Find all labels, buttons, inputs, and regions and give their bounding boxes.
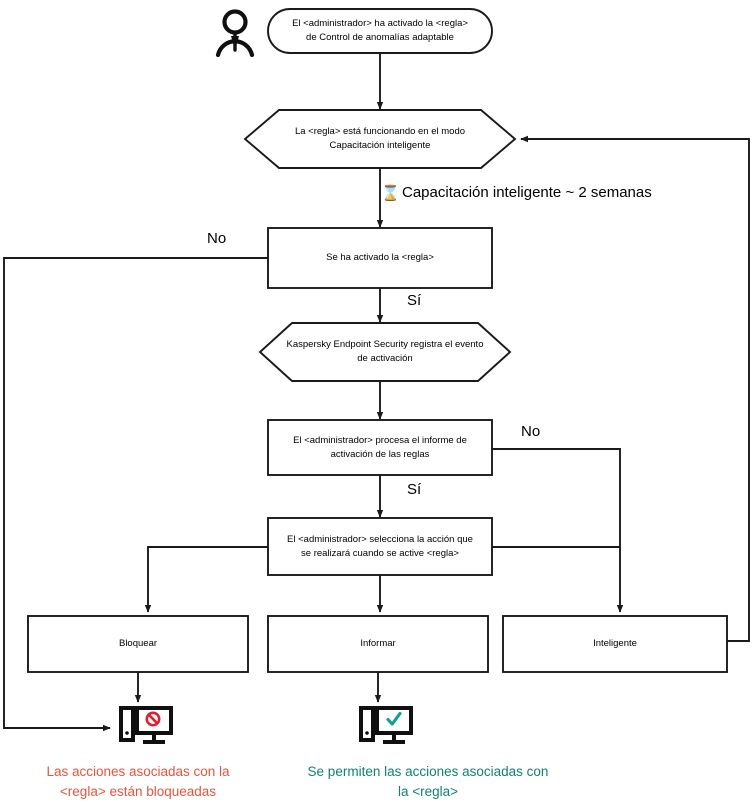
edge-select-to-block — [144, 546, 268, 613]
edge-label-triggered-no: No — [207, 230, 227, 247]
node-action-smart — [502, 615, 728, 673]
node-start — [267, 8, 493, 54]
training-duration-label: Capacitación inteligente ~ 2 semanas — [402, 184, 652, 201]
outcome-allowed-line-2: la <regla> — [397, 783, 459, 799]
outcome-blocked-line-2: <regla> están bloqueadas — [59, 783, 217, 799]
person-icon — [215, 9, 255, 58]
node-admin-processes-report — [267, 419, 493, 476]
node-rule-triggered — [267, 227, 493, 289]
computer-blocked-icon — [119, 706, 173, 744]
hourglass-icon: ⌛ — [381, 185, 400, 202]
node-action-inform — [267, 615, 489, 673]
edge-report-no — [492, 448, 624, 613]
node-admin-selects-action — [267, 517, 493, 576]
node-smart-training-mode — [243, 109, 517, 169]
outcome-allowed-caption: Se permiten las acciones asociadas con l… — [268, 762, 588, 801]
edge-label-report-yes: Sí — [407, 481, 422, 498]
node-action-block — [27, 615, 249, 673]
outcome-blocked-caption: Las acciones asociadas con la <regla> es… — [18, 762, 258, 801]
computer-allowed-icon — [359, 706, 413, 744]
edge-triggered-no — [3, 257, 268, 732]
node-kes-logs-event — [258, 322, 512, 382]
edge-label-report-no: No — [521, 423, 541, 440]
outcome-allowed-line-1: Se permiten las acciones asociadas con — [307, 764, 549, 779]
edge-smart-feedback-loop — [520, 135, 750, 642]
outcome-blocked-line-1: Las acciones asociadas con la — [46, 764, 230, 779]
edge-label-triggered-yes: Sí — [407, 292, 422, 309]
